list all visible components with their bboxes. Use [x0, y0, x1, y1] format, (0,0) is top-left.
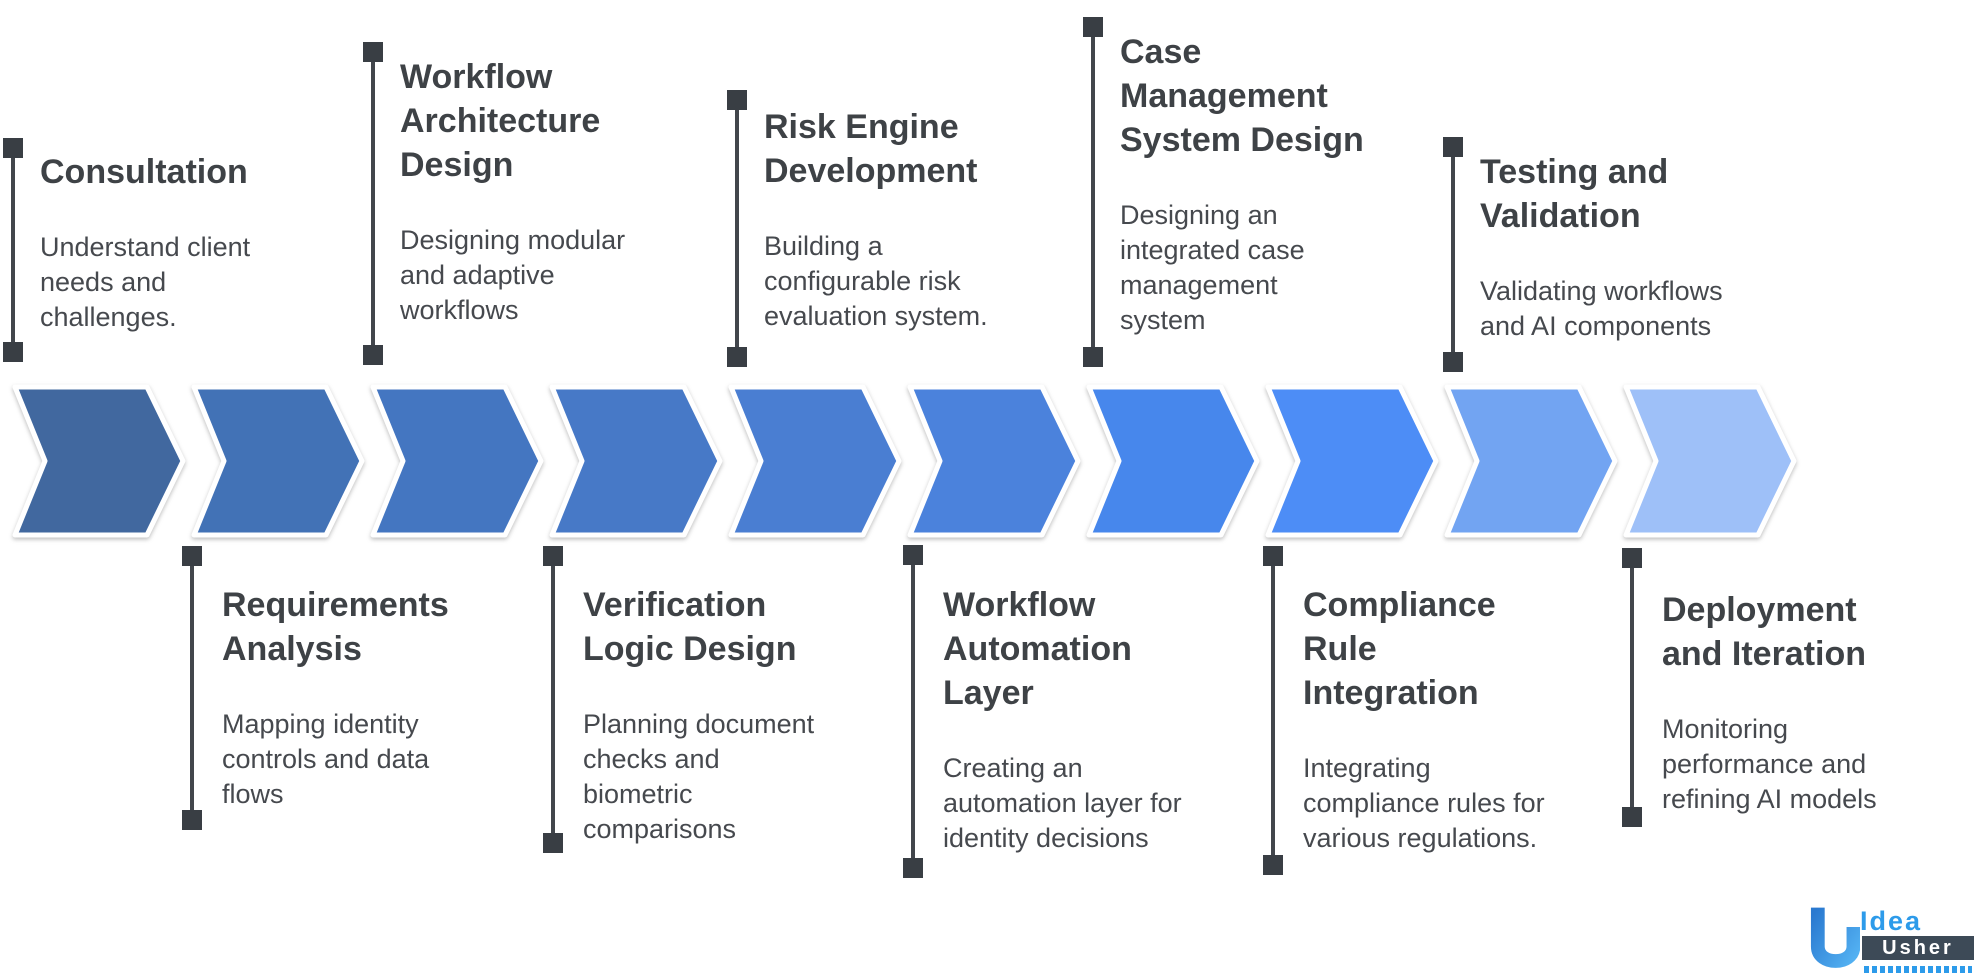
connector-line	[1271, 556, 1275, 865]
step-title: Testing and Validation	[1480, 153, 1669, 235]
connector-line	[551, 556, 555, 843]
idea-usher-logo: Idea Usher	[1806, 900, 1980, 980]
connector-dot	[1622, 807, 1642, 827]
step-description: Designing an integrated case management …	[1120, 200, 1305, 335]
connector-dot	[1263, 855, 1283, 875]
connector-dot	[363, 345, 383, 365]
step-description: Monitoring performance and refining AI m…	[1662, 714, 1877, 814]
step-description: Planning document checks and biometric c…	[583, 709, 815, 844]
chevron-arrow	[191, 384, 365, 538]
connector-dot	[727, 90, 747, 110]
process-chevron-band	[12, 384, 1797, 538]
chevron-arrow	[12, 384, 186, 538]
chevron-arrow	[1623, 384, 1797, 538]
step-description: Mapping identity controls and data flows	[222, 709, 430, 809]
step-title: Workflow Automation Layer	[943, 586, 1132, 712]
chevron-arrow	[1444, 384, 1618, 538]
chevron-arrow	[1086, 384, 1260, 538]
logo-brand-top: Idea	[1860, 906, 1923, 936]
connector-dot	[1083, 17, 1103, 37]
step-title: Consultation	[40, 153, 248, 191]
step-description: Designing modular and adaptive workflows	[400, 225, 626, 325]
step-description: Understand client needs and challenges.	[40, 232, 251, 332]
connector-dot	[363, 42, 383, 62]
connector-line	[11, 148, 15, 352]
step-title: Requirements Analysis	[222, 586, 449, 668]
connector-line	[911, 555, 915, 868]
step-title: Compliance Rule Integration	[1303, 586, 1496, 712]
chevron-arrow	[907, 384, 1081, 538]
connector-dot	[1083, 347, 1103, 367]
step-description: Building a configurable risk evaluation …	[764, 231, 988, 331]
connector-dot	[3, 138, 23, 158]
connector-dot	[543, 546, 563, 566]
chevron-arrow	[549, 384, 723, 538]
step-title: Risk Engine Development	[764, 108, 978, 190]
logo-brand-bottom: Usher	[1882, 936, 1954, 959]
logo-brand-bar: Usher	[1862, 936, 1974, 960]
chevron-arrow	[370, 384, 544, 538]
step-title: Workflow Architecture Design	[400, 58, 601, 184]
connector-line	[1451, 147, 1455, 362]
connector-dot	[903, 545, 923, 565]
connector-dot	[182, 546, 202, 566]
connector-line	[1630, 558, 1634, 817]
chevron-arrow	[728, 384, 902, 538]
connector-dot	[182, 810, 202, 830]
connector-dot	[1443, 137, 1463, 157]
connector-line	[190, 556, 194, 820]
step-description: Creating an automation layer for identit…	[943, 753, 1182, 853]
connector-dot	[543, 833, 563, 853]
step-title: Deployment and Iteration	[1662, 591, 1867, 673]
connector-line	[735, 100, 739, 357]
connector-line	[371, 52, 375, 355]
connector-dot	[1622, 548, 1642, 568]
step-description: Integrating compliance rules for various…	[1303, 753, 1545, 853]
connector-dot	[3, 342, 23, 362]
connector-dot	[1263, 546, 1283, 566]
connector-line	[1091, 27, 1095, 357]
chevron-arrow	[1265, 384, 1439, 538]
step-title: Verification Logic Design	[583, 586, 797, 668]
connector-dot	[1443, 352, 1463, 372]
connector-dot	[903, 858, 923, 878]
step-description: Validating workflows and AI components	[1480, 276, 1723, 341]
step-title: Case Management System Design	[1120, 33, 1364, 159]
u-mark-icon	[1810, 907, 1860, 968]
connector-dot	[727, 347, 747, 367]
logo-tagline-bar	[1864, 966, 1972, 973]
